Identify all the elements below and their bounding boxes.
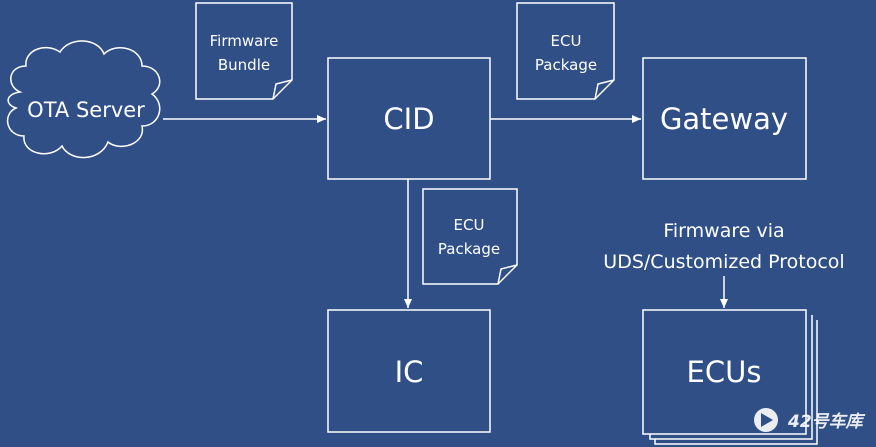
ecu-package-top-document: ECU Package xyxy=(516,2,615,100)
firmware-bundle-document: Firmware Bundle xyxy=(195,2,293,100)
ecus-back-box xyxy=(654,320,818,445)
ecus-middle-box xyxy=(649,315,813,440)
gateway-label: Gateway xyxy=(660,102,788,136)
ecu-package-top-line1: ECU xyxy=(551,32,582,50)
document-shape xyxy=(516,2,615,100)
document-fold xyxy=(594,79,615,100)
ecu-package-mid-line2: Package xyxy=(438,240,500,258)
ota-server-label: OTA Server xyxy=(27,98,145,122)
document-shape xyxy=(195,2,293,100)
firmware-bundle-line2: Bundle xyxy=(218,56,270,74)
cid-node: CID xyxy=(327,57,491,180)
document-fold xyxy=(497,264,518,285)
watermark-logo-play-icon xyxy=(761,413,773,427)
gateway-node: Gateway xyxy=(642,57,807,180)
ecus-label: ECUs xyxy=(687,355,762,389)
ecu-package-top-line2: Package xyxy=(535,56,597,74)
firmware-bundle-line1: Firmware xyxy=(210,32,279,50)
cid-label: CID xyxy=(383,102,434,136)
ecus-node: ECUs xyxy=(642,309,818,445)
document-shape xyxy=(422,188,518,285)
watermark-text: 42号车库 xyxy=(787,412,866,432)
edge-label-line1: Firmware via xyxy=(663,220,784,242)
ic-box xyxy=(327,309,491,433)
watermark: 42号车库 xyxy=(754,408,866,432)
ecu-package-mid-document: ECU Package xyxy=(422,188,518,285)
ecu-package-mid-line1: ECU xyxy=(454,216,485,234)
gateway-box xyxy=(642,57,807,180)
ic-label: IC xyxy=(395,355,424,389)
document-fold xyxy=(272,79,293,100)
ota-server-cloud: OTA Server xyxy=(6,40,161,159)
cloud-shape xyxy=(6,40,161,159)
ic-node: IC xyxy=(327,309,491,433)
ecus-front-box xyxy=(642,309,807,435)
edge-label-line2: UDS/Customized Protocol xyxy=(603,251,844,273)
